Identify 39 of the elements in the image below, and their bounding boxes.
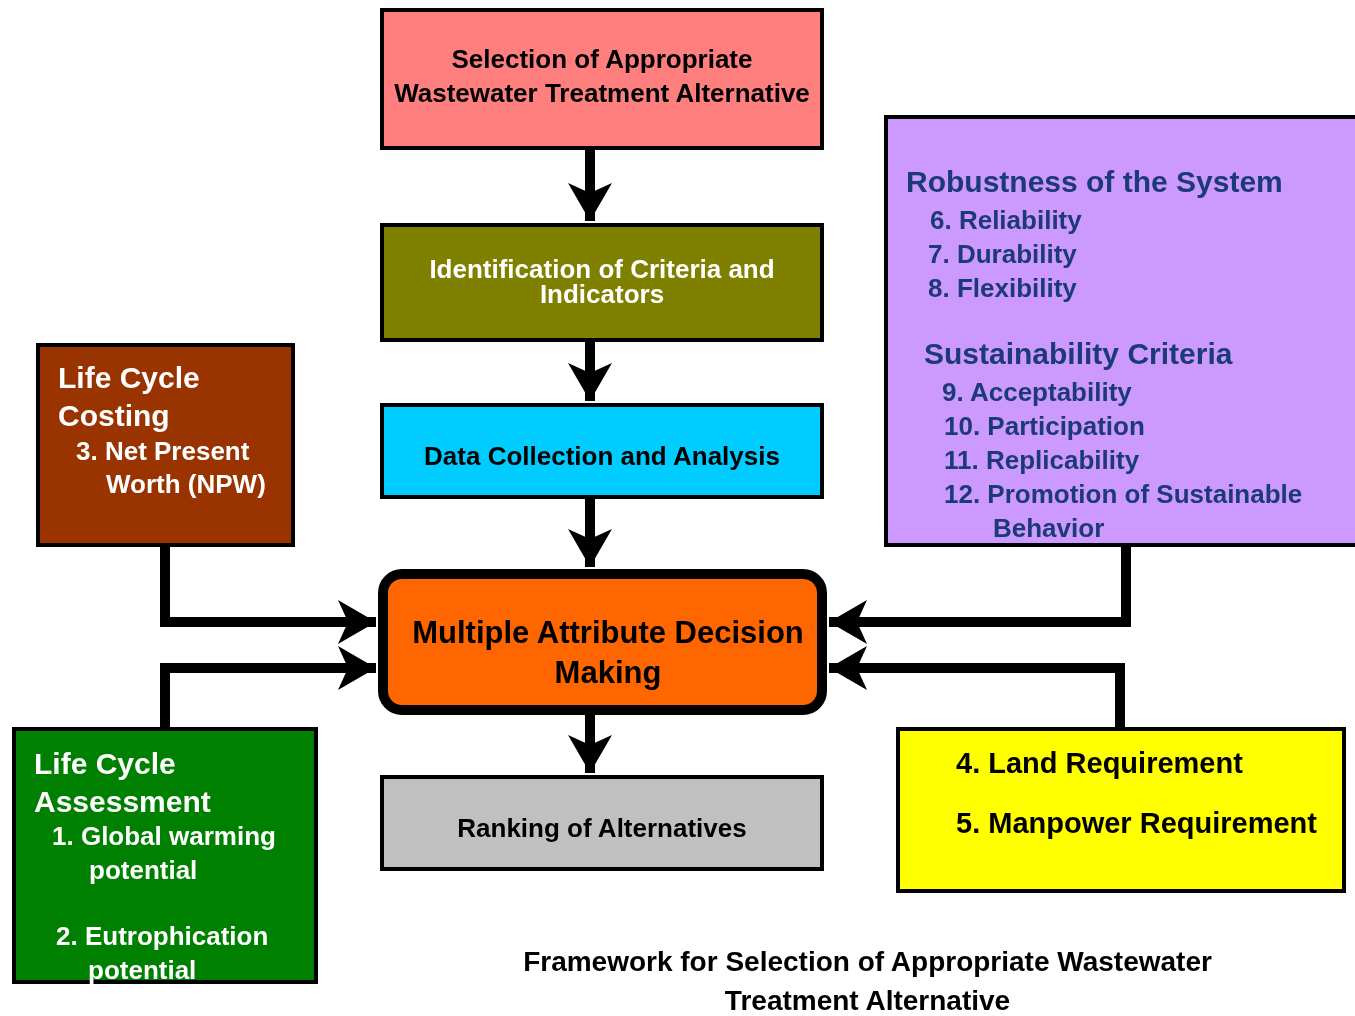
criteria-box xyxy=(12,727,318,984)
process-box xyxy=(380,8,824,150)
list-item: 5. Manpower Requirement xyxy=(956,806,1318,841)
heading-text: Life Cycle Costing xyxy=(58,360,201,434)
arrow xyxy=(568,150,612,221)
criteria-box xyxy=(884,115,1355,547)
list-item: 11. Replicability xyxy=(944,444,1141,477)
list-item: 6. Reliability xyxy=(930,204,1083,237)
heading-text: Sustainability Criteria xyxy=(924,337,1234,371)
criteria-box xyxy=(896,727,1346,893)
list-item: 1. Global warming potential xyxy=(52,820,277,887)
list-item: 8. Flexibility xyxy=(928,272,1078,305)
process-box xyxy=(380,403,824,499)
box-label: Identification of Criteria and Indicators xyxy=(428,257,776,307)
list-item: 9. Acceptability xyxy=(942,376,1133,409)
heading-text: 4. Land Requirement xyxy=(956,746,1244,781)
arrow xyxy=(829,547,1131,644)
list-item: 3. Net Present Worth (NPW) xyxy=(76,435,267,501)
arrow xyxy=(160,547,376,644)
box-label: Ranking of Alternatives xyxy=(456,812,748,845)
box-label: Multiple Attribute Decision Making xyxy=(411,614,805,692)
arrow xyxy=(829,646,1125,727)
arrow xyxy=(568,499,612,567)
arrow xyxy=(160,646,376,727)
arrow xyxy=(568,342,612,401)
caption: Framework for Selection of Appropriate Wastewater Treatment Alternative xyxy=(522,945,1213,1016)
criteria-box xyxy=(36,343,295,547)
heading-text: Robustness of the System xyxy=(906,165,1284,199)
box-label: Selection of Appropriate Wastewater Treatment Alternative xyxy=(394,43,810,110)
list-item: 12. Promotion of Sustainable Behavior xyxy=(944,478,1304,545)
list-item: 2. Eutrophication potential xyxy=(56,920,270,987)
list-item: 10. Participation xyxy=(944,410,1146,443)
box-label: Data Collection and Analysis xyxy=(423,440,781,473)
process-box xyxy=(380,223,824,342)
process-box xyxy=(380,775,824,871)
heading-text: Life Cycle Assessment xyxy=(34,746,212,820)
decision-box xyxy=(378,569,827,715)
arrow xyxy=(568,715,612,773)
list-item: 7. Durability xyxy=(928,238,1078,271)
